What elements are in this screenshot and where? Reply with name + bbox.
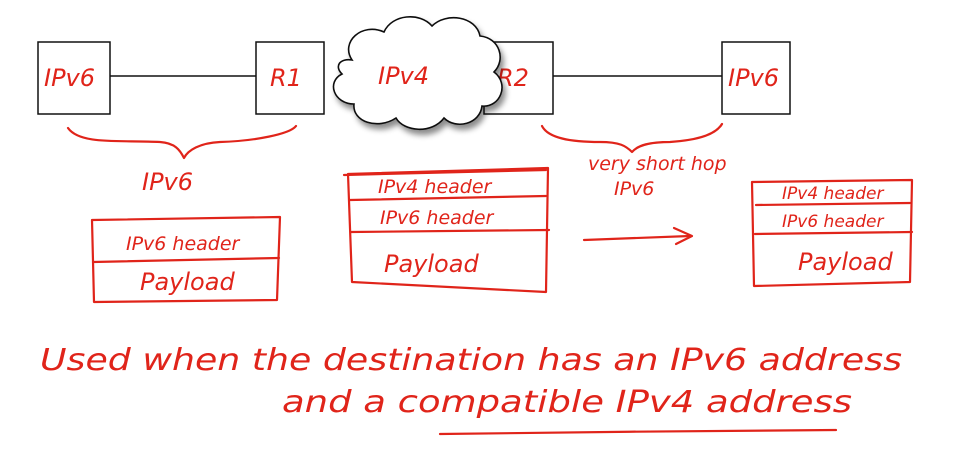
note-underline xyxy=(438,428,838,436)
delivered-packet: IPv4 header IPv6 header Payload xyxy=(750,178,914,288)
left-segment-label: IPv6 xyxy=(142,168,193,196)
forward-arrow xyxy=(582,226,694,246)
right-host-label: IPv6 xyxy=(728,64,779,92)
left-host-node: IPv6 xyxy=(37,41,111,115)
tunneled-outer-header: IPv4 header xyxy=(378,176,493,198)
cloud-label: IPv4 xyxy=(378,62,429,90)
right-segment-brace xyxy=(540,122,724,154)
note-line-2: and a compatible IPv4 address xyxy=(282,385,852,420)
left-host-label: IPv6 xyxy=(44,64,95,92)
right-host-node: IPv6 xyxy=(721,41,791,115)
original-packet: IPv6 header Payload xyxy=(90,215,282,304)
right-segment-label-1: very short hop xyxy=(588,153,727,175)
tunneled-packet: IPv4 header IPv6 header Payload xyxy=(342,166,551,294)
tunneled-payload: Payload xyxy=(384,250,479,278)
original-payload: Payload xyxy=(140,268,235,296)
router-1-label: R1 xyxy=(270,64,302,92)
delivered-outer-header: IPv4 header xyxy=(782,184,884,204)
tunneled-inner-header: IPv6 header xyxy=(380,207,495,229)
ipv4-cloud: IPv4 xyxy=(332,16,503,130)
router-1-node: R1 xyxy=(255,41,325,115)
delivered-payload: Payload xyxy=(798,248,893,276)
note-line-1: Used when the destination has an IPv6 ad… xyxy=(40,343,902,378)
right-segment-label-2: IPv6 xyxy=(614,178,654,200)
delivered-inner-header: IPv6 header xyxy=(782,212,884,232)
left-segment-brace xyxy=(66,124,298,160)
original-header: IPv6 header xyxy=(126,233,241,255)
